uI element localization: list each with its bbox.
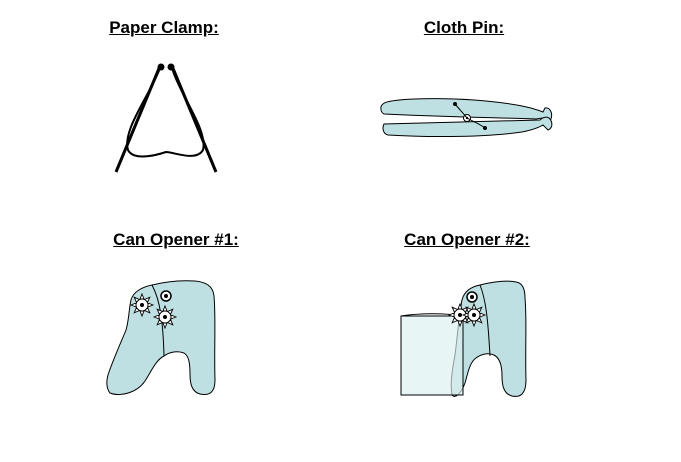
clamp-pivot-right: [167, 63, 175, 71]
cloth-pin-spring-end-bottom: [483, 126, 487, 130]
paper-clamp-label: Paper Clamp:: [109, 18, 219, 37]
cloth-pin-figure: [380, 98, 553, 138]
cloth-pin-label: Cloth Pin:: [423, 18, 505, 37]
can-opener-2-pivot-center: [470, 295, 474, 299]
can-opener-2-handle-seam: [479, 284, 491, 357]
can-opener-1-label: Can Opener #1:: [113, 230, 239, 249]
cloth-pin-spring-wire: [454, 103, 486, 129]
clamp-pivot-left: [157, 63, 165, 71]
can-opener-1-pivot-center: [164, 294, 168, 298]
can-opener-1-figure: [106, 280, 216, 395]
paper-clamp-figure: [114, 63, 218, 173]
cloth-pin-upper-arm: [380, 98, 553, 122]
clamp-wire-loop: [126, 67, 205, 158]
cloth-pin-spring-end-top: [453, 102, 457, 106]
can-body: [400, 315, 464, 396]
can-opener-2-figure: [400, 280, 527, 397]
can-opener-1-drive-gear-icon: [153, 305, 177, 329]
cloth-pin-lower-arm: [382, 116, 553, 138]
can-opener-1-body: [106, 280, 216, 395]
can-opener-2-drive-gear-icon: [462, 303, 486, 327]
can-opener-2-label: Can Opener #2:: [404, 230, 530, 249]
can-opener-1-cutter-wheel-icon: [130, 293, 154, 317]
